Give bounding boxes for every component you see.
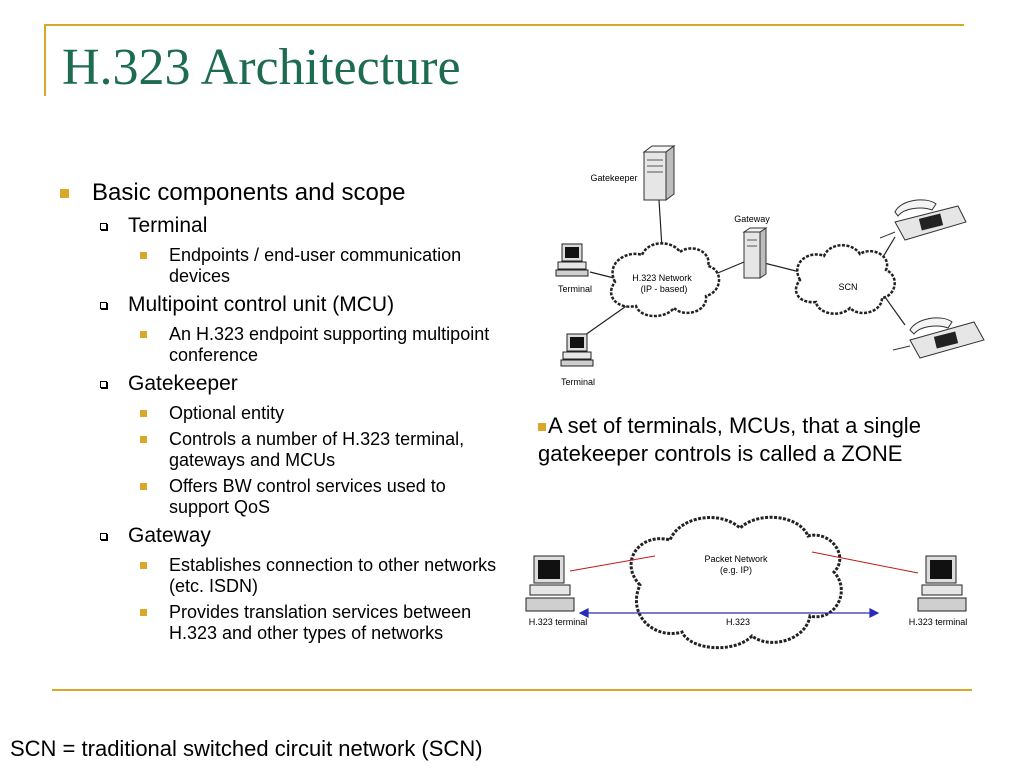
- section-gateway: Gateway: [100, 522, 500, 550]
- zone-note: A set of terminals, MCUs, that a single …: [538, 412, 928, 468]
- bullet-square-icon: [140, 410, 147, 417]
- bullet-square-icon: [140, 331, 147, 338]
- scn-footnote: SCN = traditional switched circuit netwo…: [10, 736, 483, 761]
- outline-heading: Basic components and scope: [60, 178, 500, 208]
- section-point: Provides translation services between H.…: [140, 602, 500, 644]
- terminal-top-label: Terminal: [558, 284, 592, 294]
- packet-network-label: Packet Network: [704, 554, 768, 564]
- bullet-outline-square-icon: [100, 223, 107, 230]
- section-point-text: Establishes connection to other networks…: [169, 555, 497, 596]
- gatekeeper-server-icon: [642, 145, 676, 201]
- section-gatekeeper: Gatekeeper: [100, 370, 500, 398]
- h323-network-sublabel: (IP - based): [641, 284, 688, 294]
- left-access-link: [569, 555, 656, 572]
- right-access-link: [811, 551, 919, 574]
- packet-network-cloud-icon: [629, 515, 843, 650]
- bullet-outline-square-icon: [100, 381, 107, 388]
- h323-network-label: H.323 Network: [632, 273, 692, 283]
- bullet-square-icon: [538, 423, 546, 431]
- h323-link: [578, 608, 880, 618]
- telephone-icon: [879, 199, 967, 241]
- zone-note-text: A set of terminals, MCUs, that a single …: [538, 413, 921, 466]
- outline-list: Basic components and scope Terminal Endp…: [60, 178, 500, 644]
- section-point: Optional entity: [140, 403, 500, 424]
- scn-cloud-icon: [794, 244, 896, 315]
- title-frame-top-rule: [44, 24, 964, 26]
- telephone-icon: [892, 317, 985, 359]
- bullet-square-icon: [140, 609, 147, 616]
- bullet-square-icon: [140, 436, 147, 443]
- terminal-computer-icon: [555, 243, 589, 277]
- h323-link-label: H.323: [726, 617, 750, 627]
- section-point: Endpoints / end-user communication devic…: [140, 245, 500, 287]
- section-point: Offers BW control services used to suppo…: [140, 476, 500, 518]
- terminal-computer-icon: [525, 555, 575, 612]
- bullet-square-icon: [140, 562, 147, 569]
- bullet-square-icon: [140, 483, 147, 490]
- section-point-text: Optional entity: [169, 403, 285, 423]
- section-point: Controls a number of H.323 terminal, gat…: [140, 429, 500, 471]
- gateway-device-icon: [742, 227, 768, 279]
- section-point-text: An H.323 endpoint supporting multipoint …: [169, 324, 490, 365]
- left-terminal-label: H.323 terminal: [529, 617, 588, 627]
- section-point-text: Provides translation services between H.…: [169, 602, 472, 643]
- terminal-computer-icon: [560, 333, 594, 367]
- section-point: An H.323 endpoint supporting multipoint …: [140, 324, 500, 366]
- packet-network-sublabel: (e.g. IP): [720, 565, 752, 575]
- content-bottom-rule: [52, 689, 972, 691]
- outline-heading-text: Basic components and scope: [92, 179, 406, 206]
- scn-label: SCN: [838, 282, 857, 292]
- section-label: Multipoint control unit (MCU): [128, 293, 395, 316]
- bullet-outline-square-icon: [100, 302, 107, 309]
- section-terminal: Terminal: [100, 212, 500, 240]
- section-mcu: Multipoint control unit (MCU): [100, 291, 500, 319]
- right-terminal-label: H.323 terminal: [909, 617, 968, 627]
- section-label: Gatekeeper: [128, 372, 238, 395]
- section-point: Establishes connection to other networks…: [140, 555, 500, 597]
- terminal-bottom-label: Terminal: [561, 377, 595, 387]
- bullet-square-icon: [60, 189, 69, 198]
- bullet-outline-square-icon: [100, 533, 107, 540]
- terminal-computer-icon: [917, 555, 967, 612]
- section-point-text: Offers BW control services used to suppo…: [169, 476, 446, 517]
- section-point-text: Endpoints / end-user communication devic…: [169, 245, 462, 286]
- slide-title: H.323 Architecture: [62, 39, 461, 96]
- gateway-label: Gateway: [734, 214, 770, 224]
- section-label: Terminal: [128, 214, 208, 237]
- bullet-square-icon: [140, 252, 147, 259]
- gatekeeper-label: Gatekeeper: [590, 173, 637, 183]
- h323-network-cloud-icon: [609, 242, 721, 318]
- section-label: Gateway: [128, 524, 211, 547]
- section-point-text: Controls a number of H.323 terminal, gat…: [169, 429, 465, 470]
- title-frame-left-rule: [44, 24, 46, 96]
